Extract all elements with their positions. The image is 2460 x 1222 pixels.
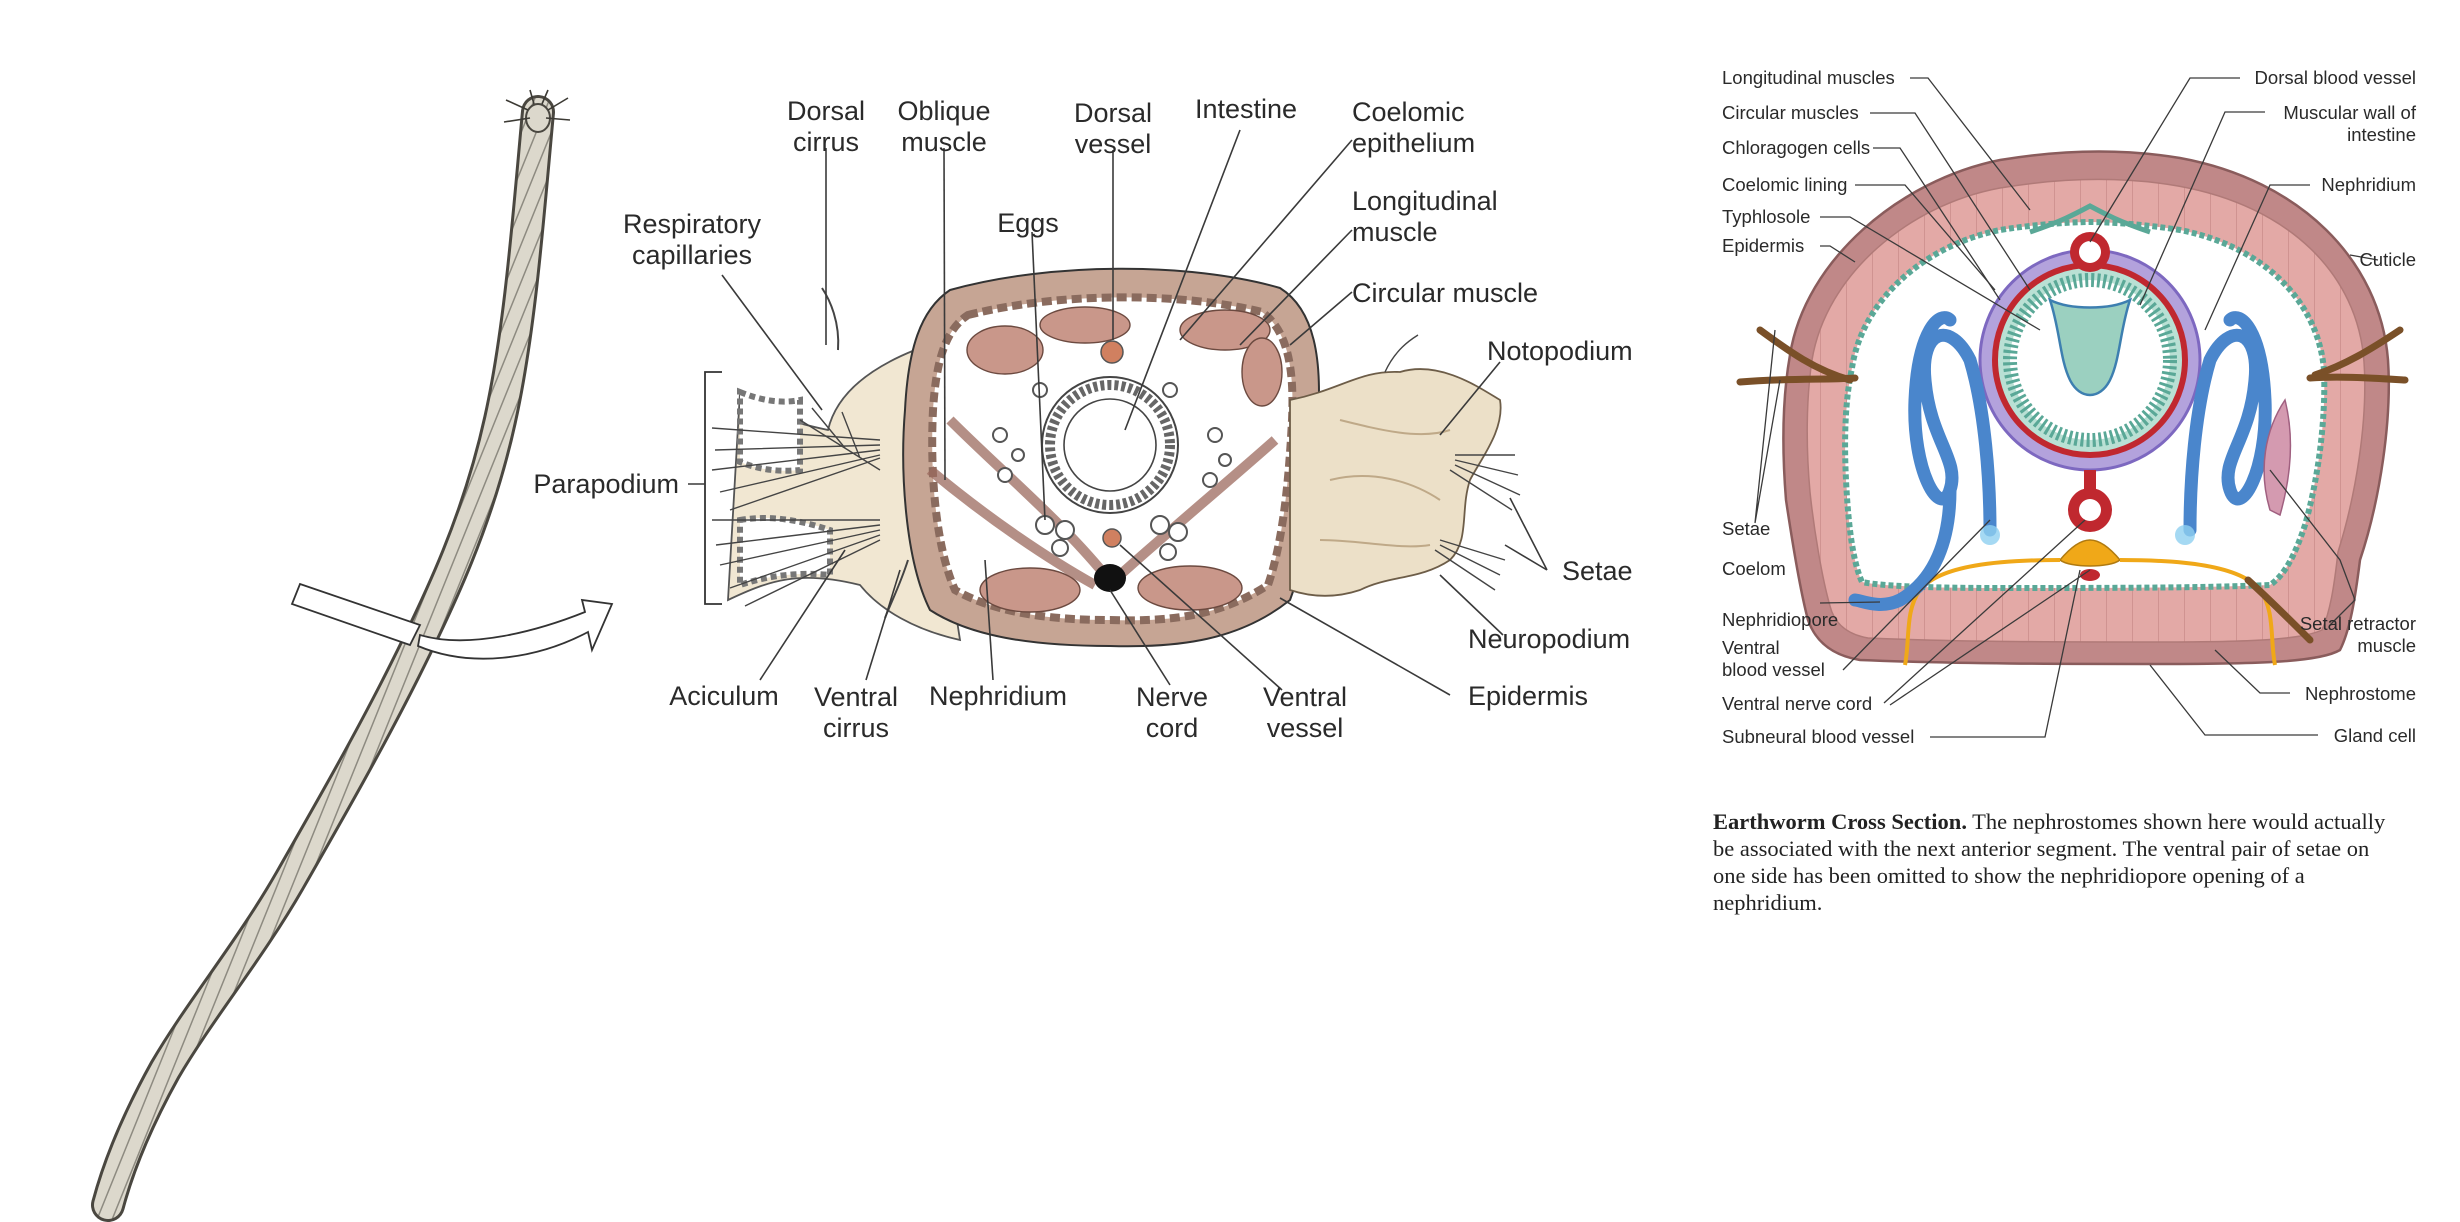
polychaete-leader-lines	[688, 129, 1548, 696]
label-nephridiopore: Nephridiopore	[1722, 609, 1838, 630]
intestine	[1041, 376, 1179, 514]
ventral-nerve-cord	[2058, 539, 2122, 567]
right-parapodium	[1289, 334, 1521, 597]
label-neuropodium: Neuropodium	[1468, 624, 1630, 654]
subneural-blood-vessel	[2080, 569, 2100, 581]
setae-earthworm	[1736, 326, 2409, 644]
worm-head	[503, 89, 571, 133]
parapodium-bracket	[704, 371, 722, 605]
label-typhlosole: Typhlosole	[1722, 206, 1810, 227]
label-cuticle: Cuticle	[2359, 249, 2416, 270]
ventral-vessel	[1102, 528, 1122, 548]
label-nephrostome: Nephrostome	[2305, 683, 2416, 704]
label-epidermis-polychaete: Epidermis	[1468, 681, 1588, 711]
ventral-blood-vessel	[2068, 470, 2112, 532]
label-parapodium: Parapodium	[533, 469, 679, 499]
earthworm-leader-lines	[1754, 77, 2379, 738]
polychaete-cross-section	[704, 267, 1521, 648]
label-setae-polychaete: Setae	[1562, 556, 1633, 586]
label-ventral-nerve-cord: Ventral nerve cord	[1722, 693, 1872, 714]
section-marker	[290, 582, 422, 647]
label-notopodium: Notopodium	[1487, 336, 1633, 366]
label-nephridium-polychaete: Nephridium	[929, 681, 1067, 711]
left-parapodium	[711, 287, 962, 642]
intestine-earthworm	[1978, 248, 2202, 472]
dorsal-blood-vessel	[2070, 232, 2110, 272]
caption-body: The nephrostomes shown here would actual…	[1713, 809, 2386, 915]
label-eggs: Eggs	[997, 208, 1059, 238]
label-aciculum: Aciculum	[669, 681, 779, 711]
label-nephridium-earthworm: Nephridium	[2321, 174, 2416, 195]
dorsal-vessel	[1100, 340, 1124, 364]
figure-caption: Earthworm Cross Section. The nephrostome…	[1713, 808, 2393, 916]
nerve-cord	[1094, 564, 1126, 592]
label-dorsal-blood-vessel: Dorsal blood vessel	[2255, 67, 2416, 88]
earthworm-cross-section	[1736, 150, 2409, 666]
label-coelom: Coelom	[1722, 558, 1786, 579]
label-epidermis-earthworm: Epidermis	[1722, 235, 1804, 256]
nephridium-right	[2183, 311, 2272, 537]
label-chloragogen-cells: Chloragogen cells	[1722, 137, 1870, 158]
label-circular-muscles: Circular muscles	[1722, 102, 1859, 123]
label-setae-earthworm: Setae	[1722, 518, 1770, 539]
caption-title: Earthworm Cross Section.	[1713, 809, 1967, 834]
label-coelomic-lining: Coelomic lining	[1722, 174, 1847, 195]
label-intestine: Intestine	[1195, 94, 1297, 124]
label-circular-muscle: Circular muscle	[1352, 278, 1538, 308]
section-arrow	[416, 598, 614, 660]
label-longitudinal-muscles: Longitudinal muscles	[1722, 67, 1895, 88]
label-subneural-blood-vessel: Subneural blood vessel	[1722, 726, 1914, 747]
polychaete-whole-worm	[91, 89, 614, 1222]
earthworm-labels: Longitudinal muscles Circular muscles Ch…	[1722, 67, 2417, 747]
label-gland-cell: Gland cell	[2334, 725, 2416, 746]
